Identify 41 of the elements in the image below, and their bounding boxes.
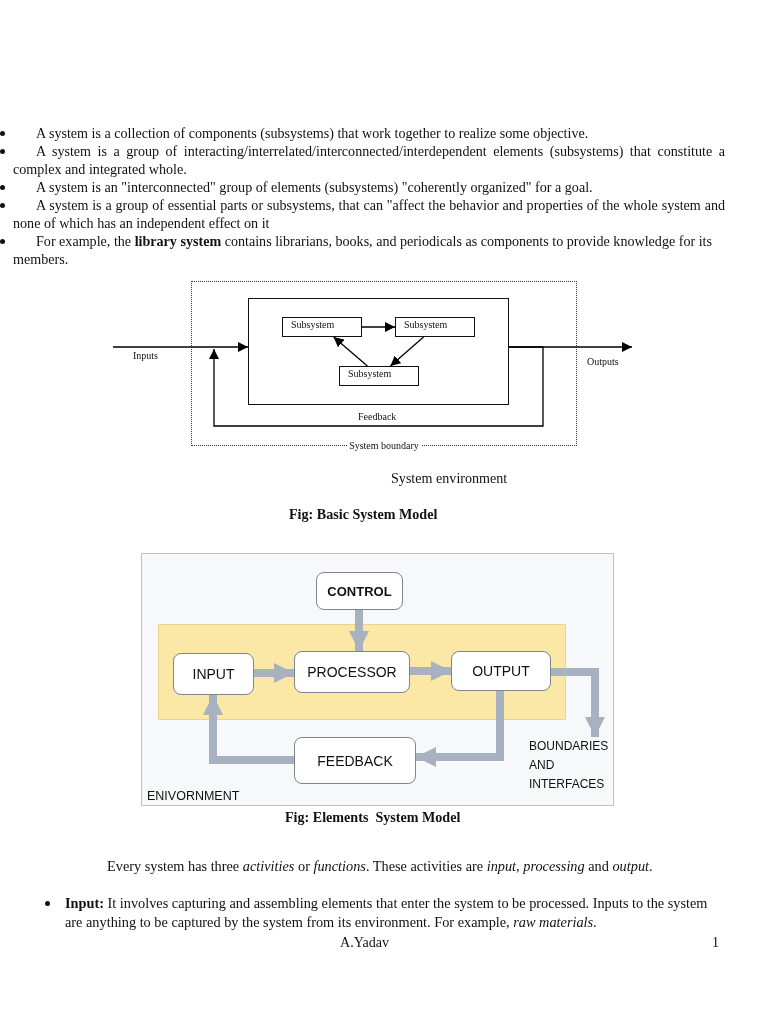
- subsystem-box: [282, 317, 362, 337]
- process-box: FEEDBACK: [294, 737, 416, 784]
- environment-panel: [141, 553, 614, 806]
- subsystem-box: [339, 366, 419, 386]
- boundary-label: System boundary: [347, 440, 421, 452]
- edge-label: Outputs: [587, 356, 619, 368]
- subsystem-label: Subsystem: [291, 319, 335, 331]
- bullet-text: For example, the library system contains librarians, books, and periodicals as components to provide knowledge for its members.: [13, 232, 712, 268]
- environment-label: ENIVORNMENT: [147, 789, 240, 804]
- page-footer: A.Yadav: [340, 933, 420, 951]
- boundary-label: BOUNDARIES AND INTERFACES: [529, 737, 615, 795]
- system-box: [248, 298, 509, 405]
- page-footer: 1: [712, 933, 732, 951]
- process-box: OUTPUT: [451, 651, 551, 691]
- block-arrow: [349, 610, 369, 651]
- subsystem-box: [395, 317, 475, 337]
- subsystem-label: Subsystem: [348, 368, 392, 380]
- figure-caption: Fig: Basic System Model: [289, 505, 439, 523]
- bullet-text: A system is a group of interacting/interrelated/interconnected/interdependent elements (subsystems) that constitute a complex and integrated whole.: [13, 142, 725, 178]
- process-box: CONTROL: [316, 572, 403, 610]
- body-text: Every system has three activities or functions. These activities are input, processing and output.: [107, 857, 654, 876]
- body-text: Input: It involves capturing and assembling elements that enter the system to be processed. Inputs to the system are anything to be captured by the system from its environment. For example, raw materials.: [65, 894, 709, 932]
- arrow: [209, 346, 544, 427]
- edge-label: Feedback: [358, 411, 397, 423]
- arrow: [112, 342, 249, 352]
- edge-label: Inputs: [133, 350, 158, 362]
- subsystem-label: Subsystem: [404, 319, 448, 331]
- process-box: INPUT: [173, 653, 254, 695]
- bullet-text: A system is a collection of components (subsystems) that work together to realize some objective.: [35, 124, 590, 142]
- arrow: [361, 322, 396, 332]
- environment-label: System environment: [391, 469, 509, 487]
- block-arrow: [410, 661, 451, 681]
- process-box: PROCESSOR: [294, 651, 410, 693]
- system-band: [158, 624, 566, 720]
- block-arrow: [416, 691, 504, 767]
- block-arrow: [203, 695, 294, 764]
- arrow: [333, 336, 368, 367]
- arrow: [389, 336, 425, 367]
- block-arrow: [254, 663, 294, 683]
- bullet-text: A system is an "interconnected" group of elements (subsystems) "coherently organized" for a goal.: [35, 178, 594, 196]
- figure-caption: Fig: Elements System Model: [285, 808, 462, 826]
